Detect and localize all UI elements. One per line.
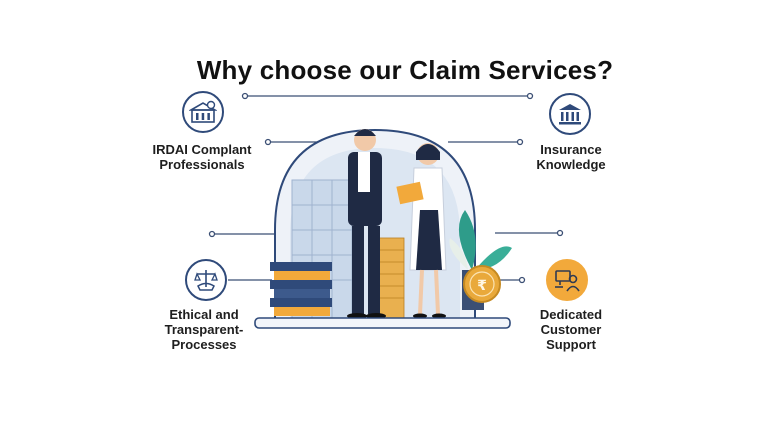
feature-label-insurance: Insurance Knowledge — [536, 142, 606, 172]
support-agent-icon — [546, 259, 588, 301]
bank-building-icon — [549, 93, 591, 135]
business-people-illustration: ₹ — [254, 128, 512, 329]
feature-label-ethical: Ethical and Transparent- Processes — [164, 307, 244, 352]
svg-text:₹: ₹ — [477, 278, 487, 294]
feature-label-irdai: IRDAI Complant Professionals — [152, 142, 252, 172]
certified-building-icon — [182, 91, 224, 133]
feature-label-support: Dedicated Customer Support — [539, 307, 603, 352]
page-title: Why choose our Claim Services? — [196, 55, 614, 86]
handshake-scale-icon — [185, 259, 227, 301]
